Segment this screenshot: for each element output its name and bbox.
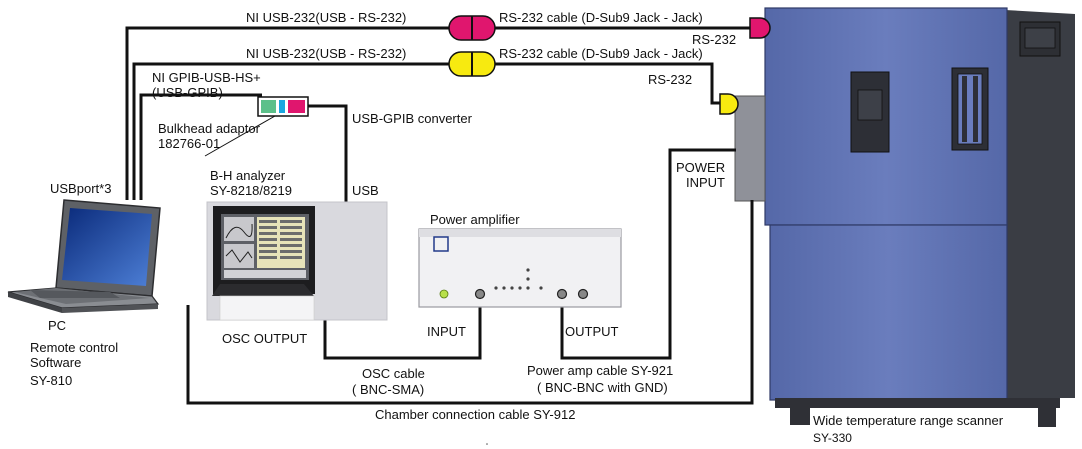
rs232-connector-chamber-mid xyxy=(719,93,739,115)
label-bh-line1: B-H analyzer xyxy=(210,168,286,183)
label-remote-line3: SY-810 xyxy=(30,373,73,388)
label-rs232-b: RS-232 xyxy=(648,72,693,87)
bh-analyzer-icon xyxy=(206,201,388,321)
label-power-input-line2: INPUT xyxy=(686,175,725,190)
label-osc-cable-line1: OSC cable xyxy=(362,366,425,381)
label-usb-gpib-converter: USB-GPIB converter xyxy=(352,111,472,126)
label-power-amplifier: Power amplifier xyxy=(430,212,520,227)
cable-lines xyxy=(125,26,754,405)
label-ni-usb-232-top: NI USB-232(USB - RS-232) xyxy=(246,10,407,25)
label-ni-gpib-line1: NI GPIB-USB-HS+ xyxy=(152,70,261,85)
label-bh-line2: SY-8218/8219 xyxy=(210,183,292,198)
scanner-chamber-icon xyxy=(734,7,1075,427)
label-ni-gpib-line2: (USB-GPIB) xyxy=(152,85,223,100)
rs232-connector-top xyxy=(448,15,496,41)
bulkhead-leader xyxy=(204,111,283,157)
label-scanner-line2: SY-330 xyxy=(813,431,852,445)
laptop-icon xyxy=(7,199,161,313)
power-amplifier-icon xyxy=(418,228,622,308)
label-chamber-cable: Chamber connection cable SY-912 xyxy=(375,407,576,422)
label-osc-cable-line2: ( BNC-SMA) xyxy=(352,382,425,397)
label-power-input-line1: POWER xyxy=(676,160,726,175)
label-pc: PC xyxy=(48,318,67,333)
rs232-connector-mid xyxy=(448,51,496,77)
label-bulkhead-line1: Bulkhead adaptor xyxy=(158,121,260,136)
label-usbport: USBport*3 xyxy=(50,181,112,196)
label-rs232-a: RS-232 xyxy=(692,32,737,47)
label-usb: USB xyxy=(352,183,379,198)
label-poweramp-cable-line1: Power amp cable SY-921 xyxy=(527,363,674,378)
label-poweramp-cable-line2: ( BNC-BNC with GND) xyxy=(537,380,668,395)
label-input: INPUT xyxy=(427,324,466,339)
label-ni-usb-232-mid: NI USB-232(USB - RS-232) xyxy=(246,46,407,61)
label-output: OUTPUT xyxy=(565,324,619,339)
label-osc-output: OSC OUTPUT xyxy=(222,331,308,346)
label-rs232-cable-mid: RS-232 cable (D-Sub9 Jack - Jack) xyxy=(499,46,703,61)
label-remote-line2: Software xyxy=(30,355,82,370)
label-scanner-line1: Wide temperature range scanner xyxy=(810,413,1007,428)
label-rs232-cable-top: RS-232 cable (D-Sub9 Jack - Jack) xyxy=(499,10,703,25)
label-bulkhead-line2: 182766-01 xyxy=(158,136,221,151)
rs232-connector-chamber-top xyxy=(749,17,771,39)
label-remote-line1: Remote control xyxy=(30,340,119,355)
usb-gpib-converter-icon xyxy=(257,96,309,117)
